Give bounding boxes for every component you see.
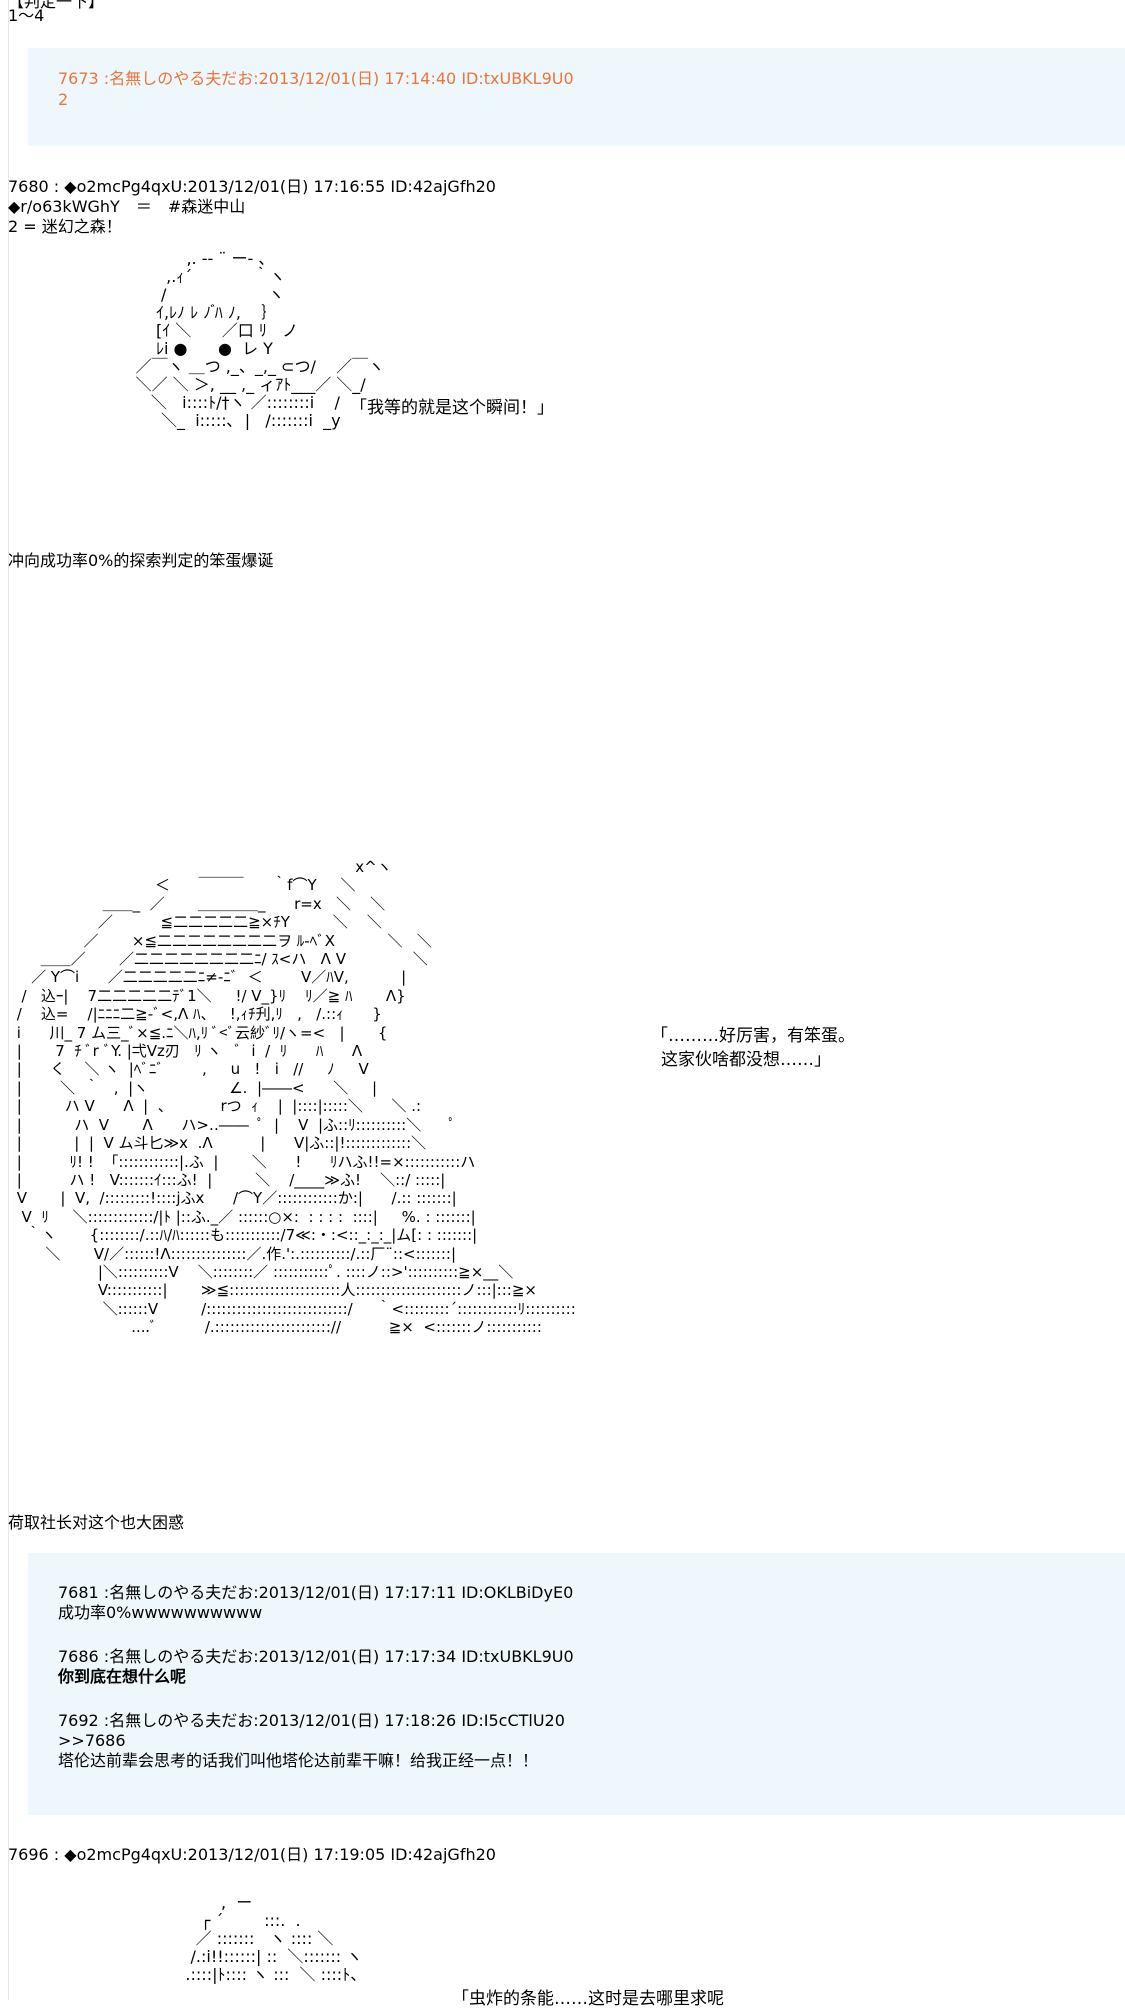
quote-header: 7681 :名無しのやる夫だお:2013/12/01(日) 17:17:11 I… — [58, 1583, 574, 1602]
speech-text: 「我等的就是这个瞬间！」 — [350, 398, 554, 418]
post-line: ◆r/o63kWGhY ＝ #森迷中山 — [8, 197, 246, 216]
narration-text: 荷取社长对这个也大困惑 — [8, 1513, 185, 1532]
left-border — [8, 0, 9, 2000]
ascii-art-character: x^ヽ ＜ ￣￣￣ ｀f⌒Y ＼ ＿＿_ ／ ＿＿＿＿_ r=x ＼ ＼ ／ ≦… — [16, 858, 576, 1337]
ascii-art-character: , ー ┌ ´ :::. . ／ ::::::: ヽ :::: ＼ /.:i!!… — [185, 1893, 367, 1984]
quote-reference: >>7686 — [58, 1731, 126, 1750]
quote-header: 7692 :名無しのやる夫だお:2013/12/01(日) 17:18:26 I… — [58, 1711, 565, 1730]
header-fragment: 【判定一下】 — [8, 0, 105, 11]
quote-header: 7673 :名無しのやる夫だお:2013/12/01(日) 17:14:40 I… — [58, 69, 574, 88]
post-line: 2 = 迷幻之森！ — [8, 217, 122, 236]
quote-body: 2 — [58, 90, 69, 109]
quote-header: 7686 :名無しのやる夫だお:2013/12/01(日) 17:17:34 I… — [58, 1647, 574, 1666]
post-header: 7680 : ◆o2mcPg4qxU:2013/12/01(日) 17:16:5… — [8, 177, 496, 196]
quote-body: 塔伦达前辈会思考的话我们叫他塔伦达前辈干嘛！给我正经一点！！ — [58, 1751, 539, 1770]
quote-block: 7681 :名無しのやる夫だお:2013/12/01(日) 17:17:11 I… — [28, 1553, 1125, 1815]
narration-text: 冲向成功率0%的探索判定的笨蛋爆诞 — [8, 551, 274, 570]
ascii-art-character: ,. -‐ ¨ ー- 、 ,.ｨ´ ｀ヽ / ヽ ｲ,ﾚﾉ ﾚ ﾉ ゙ﾊ ﾉ, … — [135, 249, 385, 430]
quote-body: 你到底在想什么呢 — [58, 1667, 187, 1686]
speech-text: 这家伙啥都没想……」 — [661, 1050, 831, 1070]
range-text: 1～4 — [8, 6, 45, 25]
speech-text: 「………好厉害，有笨蛋。 — [651, 1026, 855, 1046]
quote-body: 成功率0%wwwwwwwwww — [58, 1603, 263, 1622]
post-header: 7696 : ◆o2mcPg4qxU:2013/12/01(日) 17:19:0… — [8, 1845, 496, 1864]
quote-block: 7673 :名無しのやる夫だお:2013/12/01(日) 17:14:40 I… — [28, 48, 1125, 146]
